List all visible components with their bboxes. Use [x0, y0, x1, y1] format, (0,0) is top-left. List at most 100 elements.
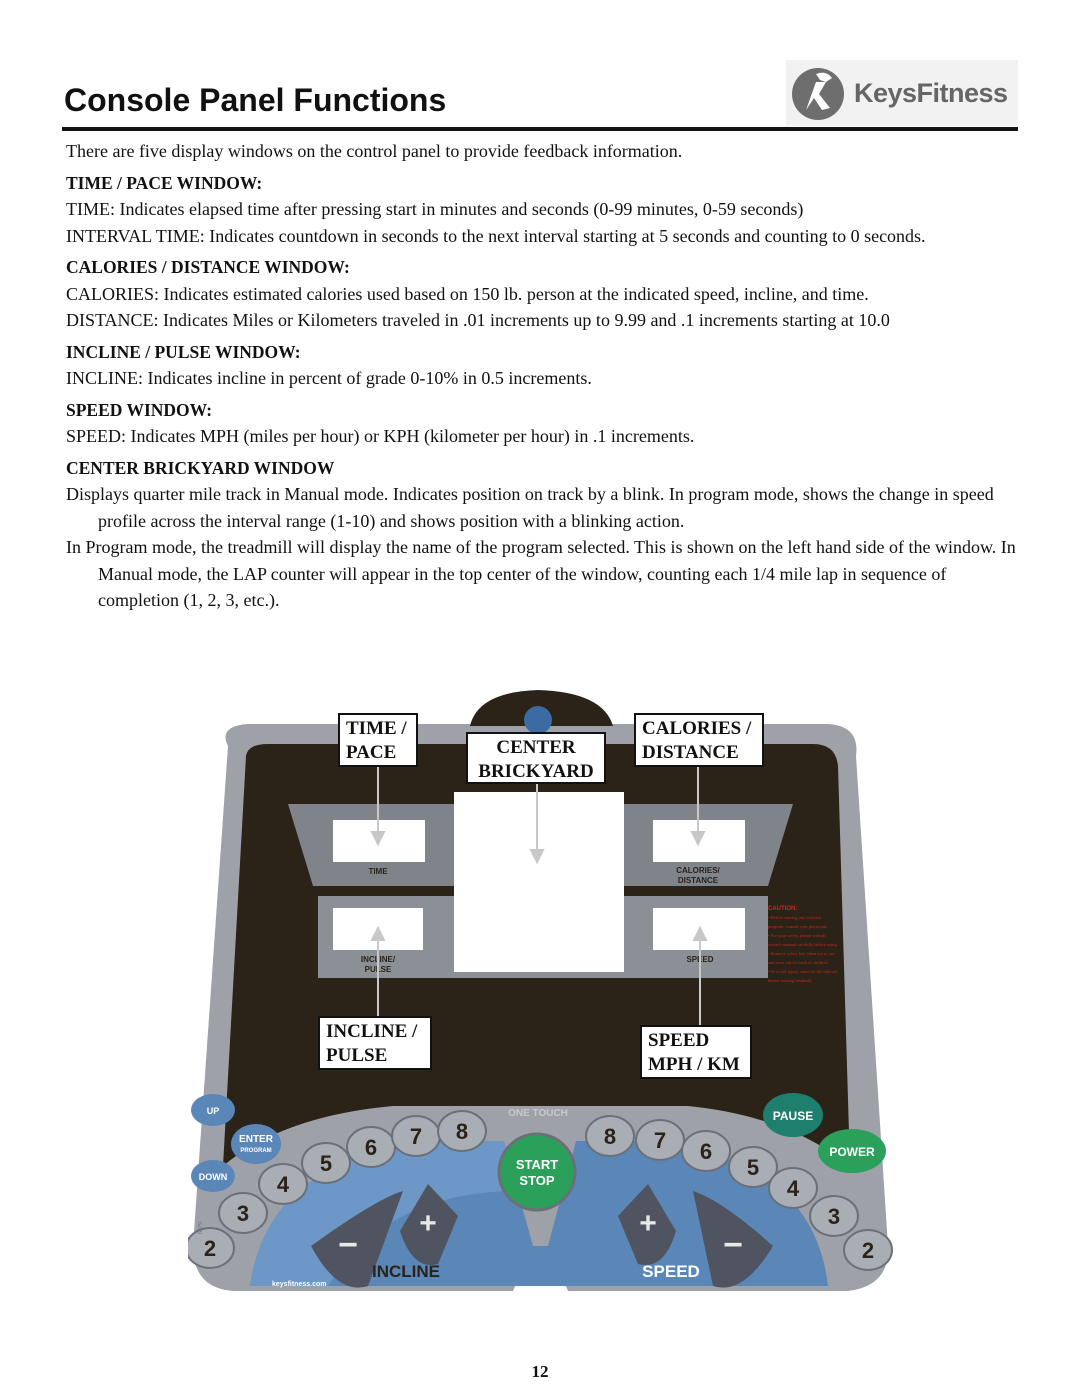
power-button-label: POWER	[829, 1145, 875, 1159]
key-label: 6	[700, 1139, 712, 1164]
enter-program-button[interactable]	[231, 1124, 281, 1164]
title-rule	[62, 127, 1018, 131]
brand-mark-icon	[524, 706, 552, 734]
key-left-3[interactable]	[218, 1192, 268, 1234]
one-touch-label: ONE TOUCH	[508, 1108, 568, 1119]
key-label: 2	[862, 1238, 874, 1263]
key-right-7[interactable]	[635, 1119, 685, 1161]
key-label: 6	[365, 1135, 377, 1160]
calories-window-label: CALORIES/	[676, 866, 720, 875]
key-label: 8	[604, 1124, 616, 1149]
key-left-5[interactable]	[301, 1142, 351, 1184]
speed-up-button[interactable]	[618, 1184, 676, 1266]
intro-text: There are five display windows on the co…	[66, 141, 683, 161]
page-title: Console Panel Functions	[64, 82, 447, 118]
callout-line: TIME /	[346, 718, 407, 739]
section-paragraph: DISTANCE: Indicates Miles or Kilometers …	[66, 310, 890, 330]
key-left-8[interactable]	[437, 1110, 487, 1152]
callout-line: PACE	[346, 742, 397, 763]
speed-zone-label: SPEED	[642, 1262, 700, 1281]
up-button-label: UP	[207, 1106, 220, 1116]
speed-down-label: −	[723, 1226, 743, 1264]
callout-line: CALORIES /	[642, 718, 752, 739]
key-label: 3	[237, 1201, 249, 1226]
callout-line: INCLINE /	[326, 1021, 418, 1042]
caution-line: and store out of reach of children.	[768, 960, 829, 965]
section-paragraph: INCLINE: Indicates incline in percent of…	[66, 368, 592, 388]
pause-button-label: PAUSE	[773, 1109, 813, 1123]
calories-distance-callout: CALORIES / DISTANCE	[634, 713, 764, 767]
body-text: There are five display windows on the co…	[66, 138, 1021, 614]
key-right-8[interactable]	[585, 1115, 635, 1157]
incline-up-label: +	[419, 1207, 437, 1240]
part-number-label: 6879	[198, 1222, 204, 1234]
callout-line: PULSE	[326, 1045, 388, 1066]
key-right-5[interactable]	[728, 1146, 778, 1188]
key-label: 7	[654, 1128, 666, 1153]
pause-button[interactable]	[763, 1093, 823, 1137]
time-window-label: TIME	[368, 867, 388, 876]
key-label: 7	[410, 1124, 422, 1149]
caution-line: before starting treadmill.	[768, 978, 813, 983]
section-heading: SPEED WINDOW:	[66, 399, 213, 420]
pointer-arrows	[370, 766, 708, 1041]
key-left-4[interactable]	[258, 1163, 308, 1205]
section-paragraph: INTERVAL TIME: Indicates countdown in se…	[66, 225, 926, 246]
distance-window-label: DISTANCE	[678, 876, 719, 885]
section-paragraph: In Program mode, the treadmill will disp…	[66, 537, 1016, 610]
caution-line: program, consult your physician.	[768, 924, 827, 930]
caution-line: • Before starting any exercise	[768, 915, 821, 920]
program-button-label: PROGRAM	[240, 1148, 271, 1154]
key-label: 5	[747, 1155, 759, 1180]
key-label: 2	[204, 1236, 216, 1261]
speed-up-label: +	[639, 1207, 657, 1240]
caution-line: owner's manual carefully before using.	[768, 942, 838, 947]
down-button-label: DOWN	[199, 1172, 228, 1182]
website-label: keysfitness.com	[272, 1281, 326, 1288]
section-heading: CALORIES / DISTANCE WINDOW:	[66, 257, 350, 277]
page-number: 12	[531, 1362, 549, 1381]
key-right-3[interactable]	[809, 1195, 859, 1237]
key-label: 4	[787, 1176, 800, 1201]
caution-line: • To avoid injury, stand on the siderail…	[768, 969, 838, 975]
section-paragraph: Displays quarter mile track in Manual mo…	[66, 484, 994, 531]
caution-line: • Remove safety key when not in use	[768, 951, 835, 956]
start-stop-button[interactable]	[497, 1132, 577, 1212]
section-heading: CENTER BRICKYARD WINDOW	[66, 457, 335, 478]
key-right-2[interactable]	[843, 1229, 893, 1271]
key-right-6[interactable]	[681, 1130, 731, 1172]
caution-title: CAUTION:	[768, 906, 797, 912]
incline-down-label: −	[338, 1226, 358, 1264]
section-paragraph: CALORIES: Indicates estimated calories u…	[66, 283, 869, 304]
key-left-2[interactable]	[188, 1227, 235, 1269]
callout-line: MPH / KM	[648, 1054, 740, 1075]
callout-line: CENTER	[496, 737, 576, 758]
incline-pulse-callout: INCLINE / PULSE	[318, 1016, 432, 1070]
key-label: 3	[828, 1204, 840, 1229]
time-pace-callout: TIME / PACE	[338, 713, 418, 767]
incline-down-button[interactable]	[311, 1191, 403, 1288]
start-button-label: START	[516, 1157, 558, 1172]
section-heading: INCLINE / PULSE WINDOW:	[66, 341, 301, 362]
stop-button-label: STOP	[519, 1173, 554, 1188]
brickyard-window	[454, 792, 624, 972]
power-button[interactable]	[818, 1129, 886, 1173]
key-label: 8	[456, 1119, 468, 1144]
up-button[interactable]	[191, 1094, 235, 1126]
callout-line: BRICKYARD	[478, 761, 594, 782]
key-label: 4	[277, 1172, 290, 1197]
keysfitness-logo-icon	[786, 60, 1018, 126]
speed-callout: SPEED MPH / KM	[640, 1025, 752, 1079]
key-right-4[interactable]	[768, 1167, 818, 1209]
key-label: 5	[320, 1151, 332, 1176]
callout-line: SPEED	[648, 1030, 710, 1051]
speed-down-button[interactable]	[693, 1191, 773, 1288]
incline-zone-label: INCLINE	[372, 1262, 440, 1281]
down-button[interactable]	[191, 1160, 235, 1192]
logo-text: KeysFitness	[854, 78, 1008, 108]
incline-up-button[interactable]	[400, 1184, 458, 1266]
section-paragraph: SPEED: Indicates MPH (miles per hour) or…	[66, 426, 695, 446]
keysfitness-logo: KeysFitness	[786, 60, 1018, 126]
enter-button-label: ENTER	[239, 1134, 274, 1145]
caution-line: • For your safety, please consult	[768, 933, 826, 939]
